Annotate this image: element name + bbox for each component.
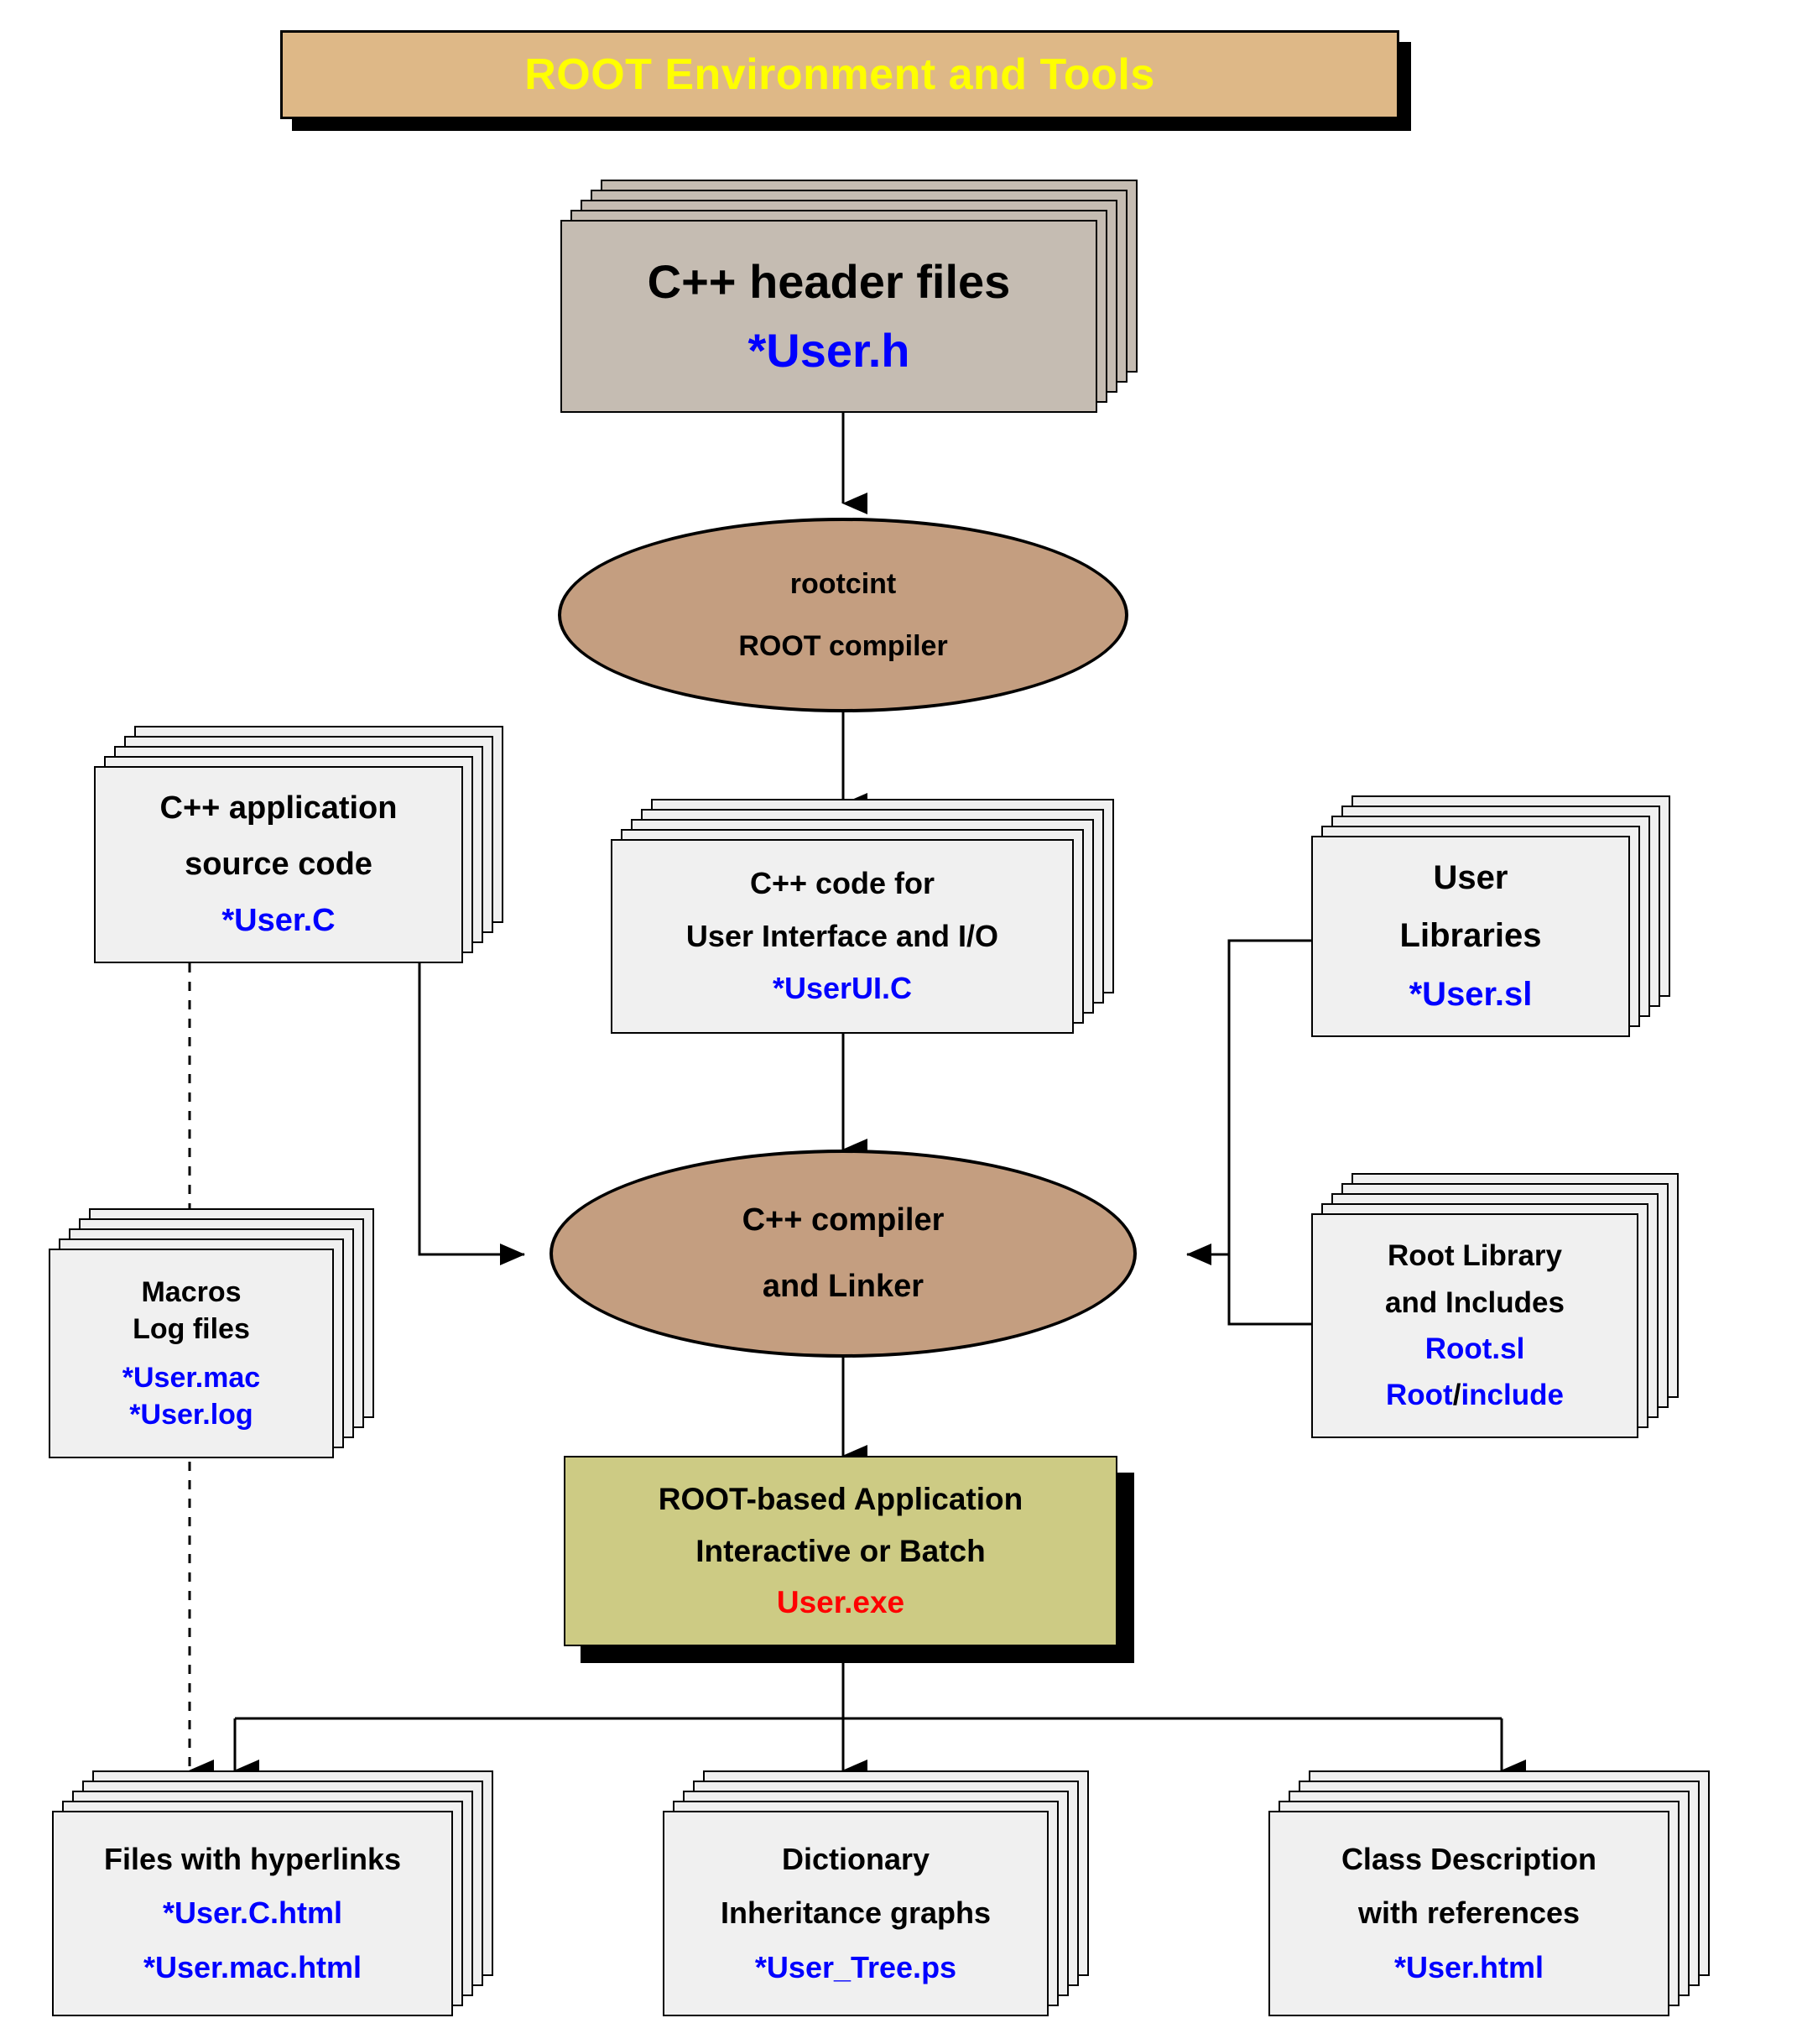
node-body: Files with hyperlinks *User.C.html *User… bbox=[52, 1811, 453, 2016]
node-line-1: C++ compiler bbox=[742, 1202, 945, 1238]
node-line-2: *User.h bbox=[747, 324, 910, 377]
node-app-source[interactable]: C++ application source code *User.C bbox=[94, 726, 513, 965]
node-hyperlinked-files[interactable]: Files with hyperlinks *User.C.html *User… bbox=[52, 1770, 505, 2018]
node-line-3: *User.C bbox=[221, 902, 336, 938]
node-line-1: rootcint bbox=[789, 567, 897, 600]
node-line-3: *User.sl bbox=[1409, 975, 1533, 1013]
node-line-3: *User.mac.html bbox=[143, 1949, 362, 1984]
title-banner: ROOT Environment and Tools bbox=[280, 30, 1399, 119]
node-line-1: Macros bbox=[141, 1275, 242, 1308]
node-rootcint[interactable]: rootcint ROOT compiler bbox=[558, 518, 1128, 712]
node-line-4: *User.log bbox=[129, 1399, 253, 1431]
node-line-1: Class Description bbox=[1341, 1841, 1597, 1876]
node-line-2: User Interface and I/O bbox=[685, 918, 999, 953]
node-root-application[interactable]: ROOT-based Application Interactive or Ba… bbox=[564, 1456, 1117, 1646]
node-line-1: ROOT-based Application bbox=[658, 1482, 1023, 1517]
node-line-2: and Linker bbox=[762, 1269, 924, 1304]
node-cpp-compiler[interactable]: C++ compiler and Linker bbox=[549, 1150, 1137, 1358]
node-body: Class Description with references *User.… bbox=[1268, 1811, 1669, 2016]
node-body: C++ code for User Interface and I/O *Use… bbox=[611, 839, 1074, 1034]
node-body: Dictionary Inheritance graphs *User_Tree… bbox=[663, 1811, 1049, 2016]
node-user-libraries[interactable]: User Libraries *User.sl bbox=[1311, 795, 1680, 1039]
node-class-description[interactable]: Class Description with references *User.… bbox=[1268, 1770, 1721, 2018]
node-line-1: Root Library bbox=[1387, 1239, 1563, 1273]
node-body: Root Library and Includes Root.sl Root/i… bbox=[1311, 1213, 1638, 1438]
node-line-3: *User_Tree.ps bbox=[754, 1949, 957, 1984]
node-line-4: Root/include bbox=[1386, 1378, 1564, 1412]
root-library-path-separator: / bbox=[1452, 1379, 1461, 1412]
node-line-2: ROOT compiler bbox=[738, 630, 948, 662]
node-body: C++ header files *User.h bbox=[560, 220, 1097, 413]
node-line-3: *User.html bbox=[1393, 1949, 1544, 1984]
node-line-1: User bbox=[1433, 859, 1508, 897]
node-body: Macros Log files *User.mac *User.log bbox=[49, 1249, 334, 1458]
node-line-3: Root.sl bbox=[1424, 1332, 1525, 1365]
edge-rootapp-distribution bbox=[233, 1646, 1526, 1781]
node-line-1: C++ application bbox=[159, 790, 398, 826]
node-line-2: Libraries bbox=[1399, 917, 1542, 955]
node-line-2: Interactive or Batch bbox=[695, 1533, 986, 1568]
edge-appsource-to-compiler bbox=[418, 963, 525, 1265]
node-ui-code[interactable]: C++ code for User Interface and I/O *Use… bbox=[611, 799, 1114, 1035]
node-header-files[interactable]: C++ header files *User.h bbox=[560, 180, 1148, 415]
node-line-3: *UserUI.C bbox=[772, 971, 913, 1006]
node-line-2: source code bbox=[185, 847, 372, 883]
node-macros-logs[interactable]: Macros Log files *User.mac *User.log bbox=[49, 1208, 384, 1460]
node-line-1: C++ header files bbox=[647, 254, 1011, 308]
edge-libraries-to-compiler bbox=[1186, 939, 1324, 1326]
root-library-path-suffix: include bbox=[1461, 1379, 1564, 1412]
node-line-1: Dictionary bbox=[781, 1841, 930, 1876]
page-title: ROOT Environment and Tools bbox=[524, 50, 1155, 99]
node-line-3: *User.mac bbox=[122, 1362, 261, 1394]
node-body: C++ application source code *User.C bbox=[94, 766, 463, 963]
node-body: User Libraries *User.sl bbox=[1311, 836, 1630, 1037]
node-line-1: Files with hyperlinks bbox=[103, 1841, 402, 1876]
node-root-library[interactable]: Root Library and Includes Root.sl Root/i… bbox=[1311, 1173, 1689, 1440]
node-line-2: Log files bbox=[133, 1312, 250, 1345]
node-line-2: and Includes bbox=[1385, 1285, 1565, 1319]
node-line-2: with references bbox=[1357, 1895, 1581, 1931]
root-library-path-prefix: Root bbox=[1386, 1379, 1453, 1412]
node-line-2: *User.C.html bbox=[162, 1895, 343, 1931]
node-dictionary[interactable]: Dictionary Inheritance graphs *User_Tree… bbox=[663, 1770, 1099, 2018]
node-line-3: User.exe bbox=[776, 1585, 905, 1620]
node-line-1: C++ code for bbox=[749, 866, 935, 901]
node-line-2: Inheritance graphs bbox=[720, 1895, 992, 1931]
